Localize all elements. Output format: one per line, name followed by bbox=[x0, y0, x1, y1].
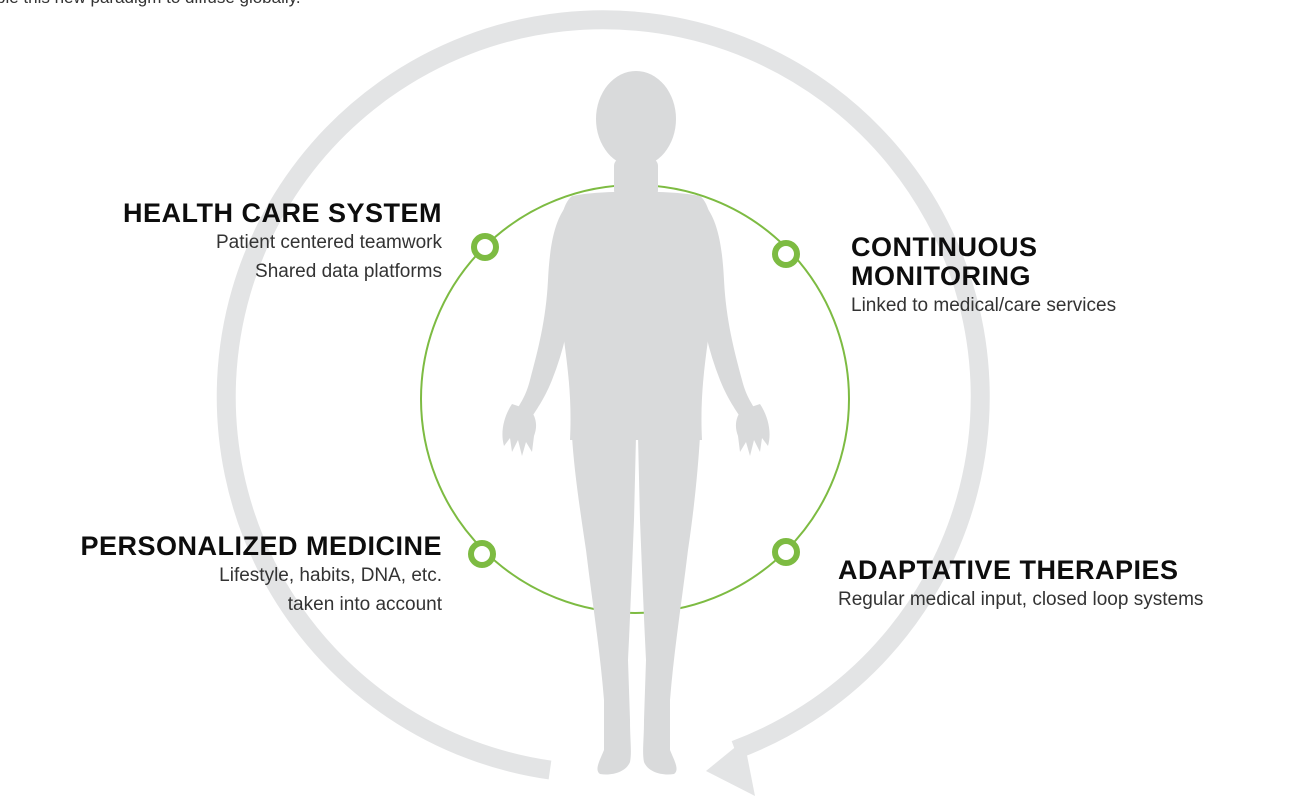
cycle-arrowhead bbox=[706, 740, 755, 796]
outer-cycle-arc bbox=[216, 10, 990, 780]
silhouette-torso bbox=[557, 191, 715, 440]
personalized-medicine-title: PERSONALIZED MEDICINE bbox=[80, 531, 442, 561]
health-care-system-title: HEALTH CARE SYSTEM bbox=[122, 198, 442, 228]
health-care-system-line2: Shared data platforms bbox=[255, 261, 442, 282]
silhouette-left-leg bbox=[572, 436, 636, 775]
silhouette-left-arm bbox=[514, 200, 574, 420]
continuous-monitoring-block: CONTINUOUS MONITORING Linked to medical/… bbox=[851, 233, 1116, 320]
continuous-monitoring-title-line2: MONITORING bbox=[851, 261, 1031, 291]
adaptative-therapies-title: ADAPTATIVE THERAPIES bbox=[838, 555, 1179, 585]
personalized-medicine-block: PERSONALIZED MEDICINE Lifestyle, habits,… bbox=[80, 532, 442, 619]
silhouette-left-hand bbox=[502, 404, 537, 456]
personalized-medicine-line1: Lifestyle, habits, DNA, etc. bbox=[219, 565, 442, 586]
silhouette-right-hand bbox=[735, 404, 770, 456]
health-care-system-line1: Patient centered teamwork bbox=[215, 232, 442, 253]
silhouette-head bbox=[596, 71, 676, 167]
adaptative-therapies-line1: Regular medical input, closed loop syste… bbox=[838, 589, 1204, 610]
personalized-medicine-line2: taken into account bbox=[287, 594, 442, 615]
ring-node-monitor bbox=[772, 240, 800, 268]
health-care-system-block: HEALTH CARE SYSTEM Patient centered team… bbox=[123, 199, 442, 286]
silhouette-right-leg bbox=[638, 436, 700, 775]
intro-text: ble this new paradigm to diffuse globall… bbox=[0, 0, 301, 8]
ring-node-health bbox=[471, 233, 499, 261]
ring-node-personal bbox=[468, 540, 496, 568]
silhouette-neck bbox=[614, 158, 658, 198]
continuous-monitoring-line1: Linked to medical/care services bbox=[851, 295, 1117, 316]
arrow-cycle-icon bbox=[216, 10, 990, 796]
silhouette-right-arm bbox=[698, 200, 758, 420]
ring-node-adaptive bbox=[772, 538, 800, 566]
human-silhouette-icon bbox=[502, 71, 770, 775]
continuous-monitoring-title-line1: CONTINUOUS bbox=[851, 232, 1038, 262]
adaptative-therapies-block: ADAPTATIVE THERAPIES Regular medical inp… bbox=[838, 556, 1203, 614]
